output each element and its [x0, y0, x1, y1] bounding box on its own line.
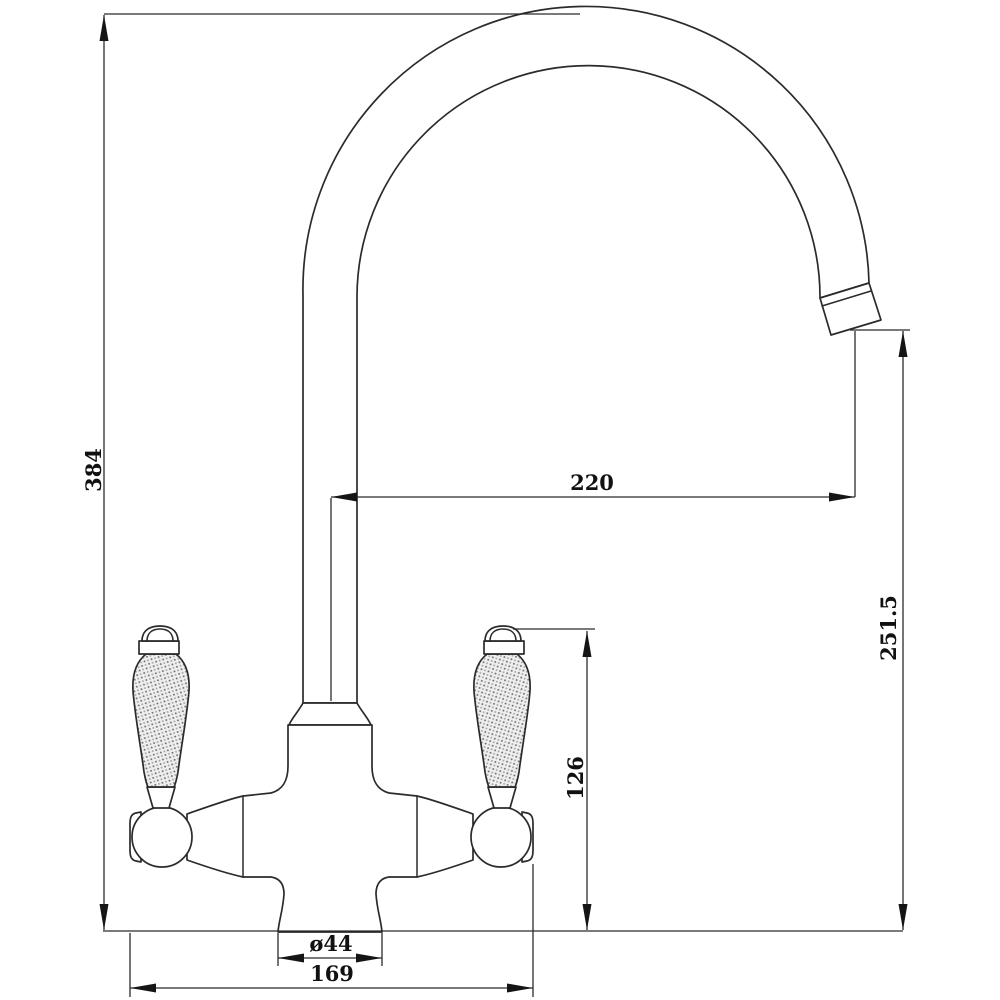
dimension-annotations: 384 220 251.5 126 [81, 13, 910, 997]
arrowhead-left [130, 983, 156, 993]
arrowhead-right [356, 953, 382, 963]
valve-body [186, 724, 474, 933]
arrowhead-left [278, 953, 304, 963]
dim-label-outlet-height: 251.5 [876, 595, 901, 661]
arrowhead-down [898, 904, 908, 930]
arrowhead-right [829, 492, 855, 502]
left-handle-assembly [129, 625, 193, 868]
dim-label-base-diameter: ø44 [309, 931, 352, 956]
arrowhead-up [898, 331, 908, 357]
dim-spout-reach: 220 [330, 331, 856, 701]
arrowhead-left [331, 492, 357, 502]
dim-outlet-height: 251.5 [850, 329, 910, 930]
dim-overall-width: 169 [129, 864, 534, 997]
dim-handle-height: 126 [513, 628, 595, 930]
spout-tube [302, 5, 870, 704]
arrowhead-up [582, 631, 592, 657]
dim-label-spout-reach: 220 [570, 470, 614, 495]
dim-overall-height: 384 [81, 13, 580, 930]
aerator-band-line [821, 290, 872, 307]
dim-label-overall-height: 384 [81, 448, 106, 492]
arrowhead-down [582, 904, 592, 930]
right-handle-assembly [470, 625, 534, 868]
dim-base-diameter: ø44 [277, 931, 383, 966]
dim-label-overall-width: 169 [310, 961, 354, 986]
arrowhead-down [99, 904, 109, 930]
arrowhead-up [99, 15, 109, 41]
faucet-outline [129, 5, 882, 933]
arrowhead-right [507, 983, 533, 993]
column-bell [288, 702, 372, 726]
dim-label-handle-height: 126 [563, 756, 588, 800]
aerator-tip [819, 282, 882, 336]
